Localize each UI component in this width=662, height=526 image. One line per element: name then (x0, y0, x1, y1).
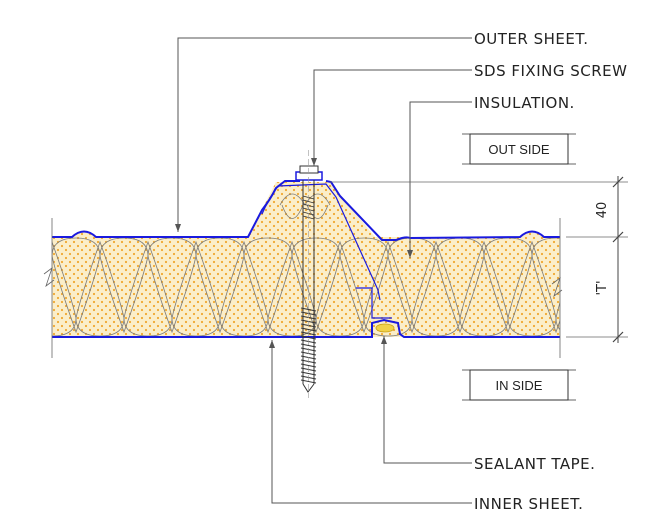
sds-fixing-screw (295, 150, 323, 398)
in-side-box: IN SIDE (462, 369, 576, 401)
callout-insulation: INSULATION. (474, 94, 575, 112)
in-side-label: IN SIDE (496, 378, 543, 393)
dimension-lines: 40 'T' (330, 176, 628, 343)
outer-sheet-overlap (261, 183, 381, 301)
callout-sealant-tape: SEALANT TAPE. (474, 455, 595, 473)
leader-lines (175, 37, 472, 504)
out-side-box: OUT SIDE (462, 133, 576, 165)
callout-outer-sheet: OUTER SHEET. (474, 30, 589, 48)
dimension-thickness: 'T' (595, 280, 610, 295)
out-side-label: OUT SIDE (488, 142, 549, 157)
panel-edges (43, 218, 563, 358)
insulation-fibres (52, 237, 560, 337)
rib-fibres (279, 193, 331, 219)
dimension-rib-height: 40 (595, 202, 610, 219)
callout-sds-fixing-screw: SDS FIXING SCREW (474, 62, 627, 80)
inner-sheet-profile (52, 318, 560, 338)
insulation-core (52, 182, 560, 337)
callout-inner-sheet: INNER SHEET. (474, 495, 583, 513)
inner-sheet-lap (356, 287, 392, 319)
sealant-tape (375, 323, 395, 333)
